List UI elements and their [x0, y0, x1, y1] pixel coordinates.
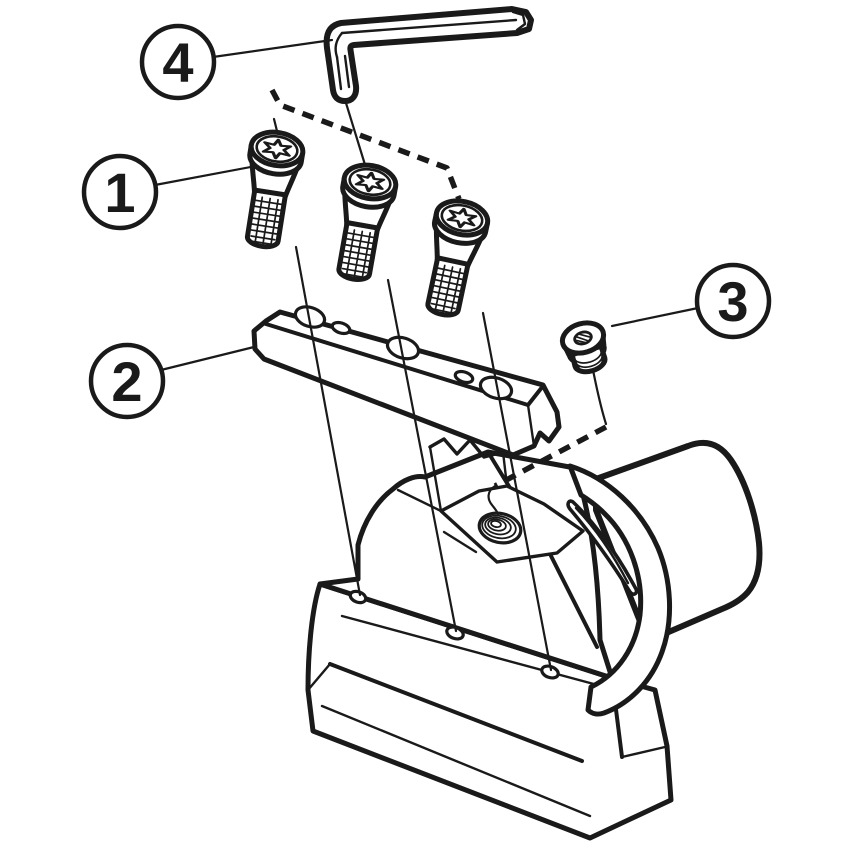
set-screw — [559, 320, 608, 375]
torx-screw-1 — [236, 129, 305, 251]
callout-1-circle — [81, 153, 159, 231]
callout-2: 2 — [88, 342, 166, 420]
collar-flange — [566, 463, 673, 717]
assembly-axis-lines — [272, 101, 608, 672]
callout-1-label: 1 — [104, 161, 135, 224]
threaded-hole-pocket — [428, 437, 585, 564]
callout-3-circle — [694, 262, 772, 340]
crescent-slot — [566, 499, 639, 596]
torx-screw-2 — [327, 161, 398, 283]
ledge-holes — [348, 589, 560, 680]
callout-2-label: 2 — [111, 350, 142, 413]
callout-2-circle — [88, 342, 166, 420]
clamp-holes — [293, 305, 514, 401]
clamp-bar — [251, 305, 562, 458]
callout-4-label: 4 — [162, 31, 193, 94]
hex-socket — [573, 330, 593, 346]
callout-4: 4 — [139, 23, 217, 101]
callout-leaders — [153, 38, 700, 372]
tool-body — [305, 437, 763, 841]
callout-3: 3 — [694, 262, 772, 340]
callout-4-circle — [139, 23, 217, 101]
dashed-trajectories — [269, 88, 608, 489]
torx-screw-3 — [416, 196, 491, 319]
set-screw-path-dashed — [493, 424, 608, 489]
callout-1: 1 — [81, 153, 159, 231]
hex-key-path-dashed — [269, 88, 462, 200]
cylinder-shank — [593, 439, 763, 639]
threaded-hole — [477, 511, 523, 545]
callout-3-label: 3 — [717, 270, 748, 333]
hex-key — [323, 6, 534, 104]
